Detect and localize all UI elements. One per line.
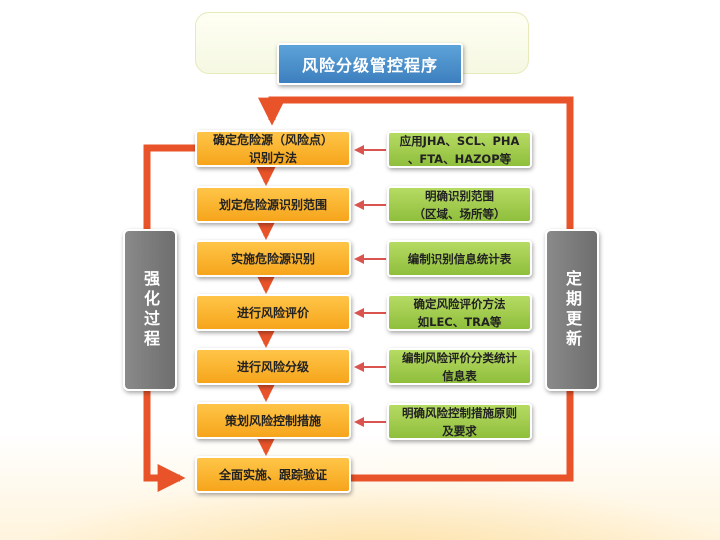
loop-arrow-right xyxy=(258,96,574,482)
note-control-principles: 明确风险控制措施原则 及要求 xyxy=(387,403,532,440)
side-label-right: 定期更新 xyxy=(545,229,599,391)
step-plan-controls: 策划风险控制措施 xyxy=(195,402,351,439)
note-assessment-methods: 确定风险评价方法 如LEC、TRA等 xyxy=(387,294,532,331)
note-scope: 明确识别范围 （区域、场所等） xyxy=(387,186,532,223)
step-define-scope: 划定危险源识别范围 xyxy=(195,186,351,223)
step-risk-assessment: 进行风险评价 xyxy=(195,294,351,331)
note-statistics-table: 编制识别信息统计表 xyxy=(387,240,532,277)
step-identify-hazards: 实施危险源识别 xyxy=(195,240,351,277)
step-identify-method: 确定危险源（风险点） 识别方法 xyxy=(195,130,351,167)
step-risk-grading: 进行风险分级 xyxy=(195,348,351,385)
step-implement-verify: 全面实施、跟踪验证 xyxy=(195,456,351,493)
diagram-title: 风险分级管控程序 xyxy=(277,43,463,85)
note-classification-table: 编制风险评价分类统计 信息表 xyxy=(387,348,532,385)
note-arrows xyxy=(354,145,386,427)
note-methods: 应用JHA、SCL、PHA 、FTA、HAZOP等 xyxy=(387,131,532,168)
side-label-left: 强化过程 xyxy=(123,229,177,391)
